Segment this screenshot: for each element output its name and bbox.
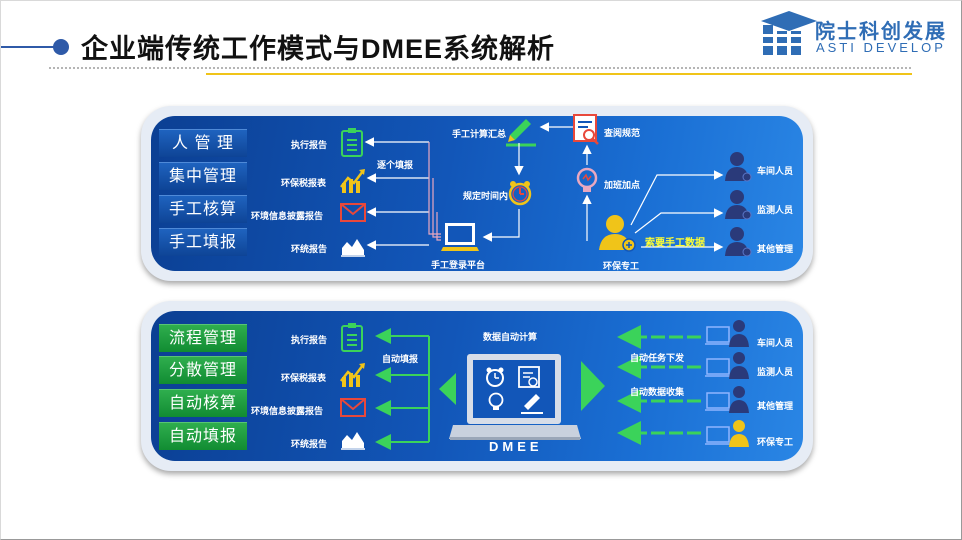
mail-icon [340, 398, 366, 417]
specialist-computer-icon [705, 420, 749, 447]
report-label-disclosure: 环境信息披露报告 [251, 211, 324, 221]
button-distributed-management[interactable]: 分散管理 [159, 356, 247, 384]
button-manual-accounting[interactable]: 手工核算 [159, 195, 247, 223]
page-title: 企业端传统工作模式与DMEE系统解析 [81, 34, 556, 64]
manual-platform-label: 手工登录平台 [431, 260, 486, 270]
lightbulb-icon [488, 392, 504, 410]
alarm-clock-icon [508, 181, 532, 206]
specialist-user-icon [599, 215, 636, 252]
button-process-management[interactable]: 流程管理 [159, 324, 247, 352]
alarm-clock-icon [486, 367, 504, 387]
specialist-label: 环保专工 [603, 261, 640, 271]
workshop-staff-icon [725, 152, 752, 182]
area-chart-icon [341, 239, 365, 257]
traditional-mode-panel [141, 106, 813, 281]
button-personnel-management[interactable]: 人 管 理 [159, 129, 247, 157]
document-search-icon [518, 366, 540, 388]
auto-dispatch-label: 自动任务下发 [630, 353, 685, 363]
header-accent-line [1, 46, 61, 48]
button-centralized-management[interactable]: 集中管理 [159, 162, 247, 190]
lightbulb-icon [576, 167, 598, 192]
pen-writing-icon [506, 119, 536, 147]
report-label-execution: 执行报告 [291, 335, 328, 345]
right-triangle-arrow [581, 361, 605, 411]
staff-label-workshop: 车间人员 [757, 166, 794, 176]
staff-label-specialist: 环保专工 [757, 437, 794, 447]
auto-fill-label: 自动填报 [382, 354, 419, 364]
logo-graduation-cap-icon [761, 11, 817, 55]
dmee-system-name: DMEE [489, 439, 543, 454]
manual-summary-label: 手工计算汇总 [452, 129, 507, 139]
area-chart-icon [341, 432, 365, 450]
overtime-label: 加班加点 [604, 180, 641, 190]
other-management-computer-icon [705, 386, 749, 413]
auto-collect-label: 自动数据收集 [630, 387, 685, 397]
button-manual-filling[interactable]: 手工填报 [159, 228, 247, 256]
staff-label-workshop: 车间人员 [757, 338, 794, 348]
header-accent-dot [53, 39, 69, 55]
other-management-icon [725, 227, 752, 257]
report-label-env-tax: 环保税报表 [281, 373, 327, 383]
clipboard-icon [341, 128, 363, 157]
staff-label-monitoring: 监测人员 [757, 367, 794, 377]
button-auto-accounting[interactable]: 自动核算 [159, 389, 247, 417]
fill-one-by-one-label: 逐个填报 [377, 160, 414, 170]
report-label-env-stats: 环统报告 [291, 244, 328, 254]
consult-spec-label: 查阅规范 [604, 128, 641, 138]
logo-text-en: ASTI DEVELOP [816, 40, 946, 55]
logo-text-cn: 院士科创发展 [815, 21, 947, 43]
trend-chart-icon [340, 363, 365, 387]
left-triangle-arrow [439, 373, 456, 405]
document-search-icon [573, 114, 599, 145]
trend-chart-icon [340, 169, 365, 193]
laptop-icon [441, 223, 479, 251]
button-auto-filling[interactable]: 自动填报 [159, 422, 247, 450]
mail-icon [340, 203, 366, 222]
report-label-env-tax: 环保税报表 [281, 178, 327, 188]
deadline-label: 规定时间内 [463, 191, 509, 201]
report-label-execution: 执行报告 [291, 140, 328, 150]
clipboard-icon [341, 323, 363, 352]
request-data-label: 索要手工数据 [645, 238, 705, 249]
workshop-staff-computer-icon [705, 320, 749, 347]
staff-label-other: 其他管理 [757, 244, 794, 254]
staff-label-monitoring: 监测人员 [757, 205, 794, 215]
dispatch-arrows [617, 325, 701, 445]
header-dotted-divider [49, 67, 911, 69]
auto-calc-label: 数据自动计算 [483, 332, 538, 342]
monitoring-staff-computer-icon [705, 352, 749, 379]
report-label-disclosure: 环境信息披露报告 [251, 406, 324, 416]
header-gold-divider [206, 73, 912, 75]
staff-label-other: 其他管理 [757, 401, 794, 411]
monitoring-staff-icon [725, 190, 752, 220]
dmee-laptop-icon [449, 354, 581, 440]
pen-writing-icon [521, 394, 543, 414]
report-label-env-stats: 环统报告 [291, 439, 328, 449]
